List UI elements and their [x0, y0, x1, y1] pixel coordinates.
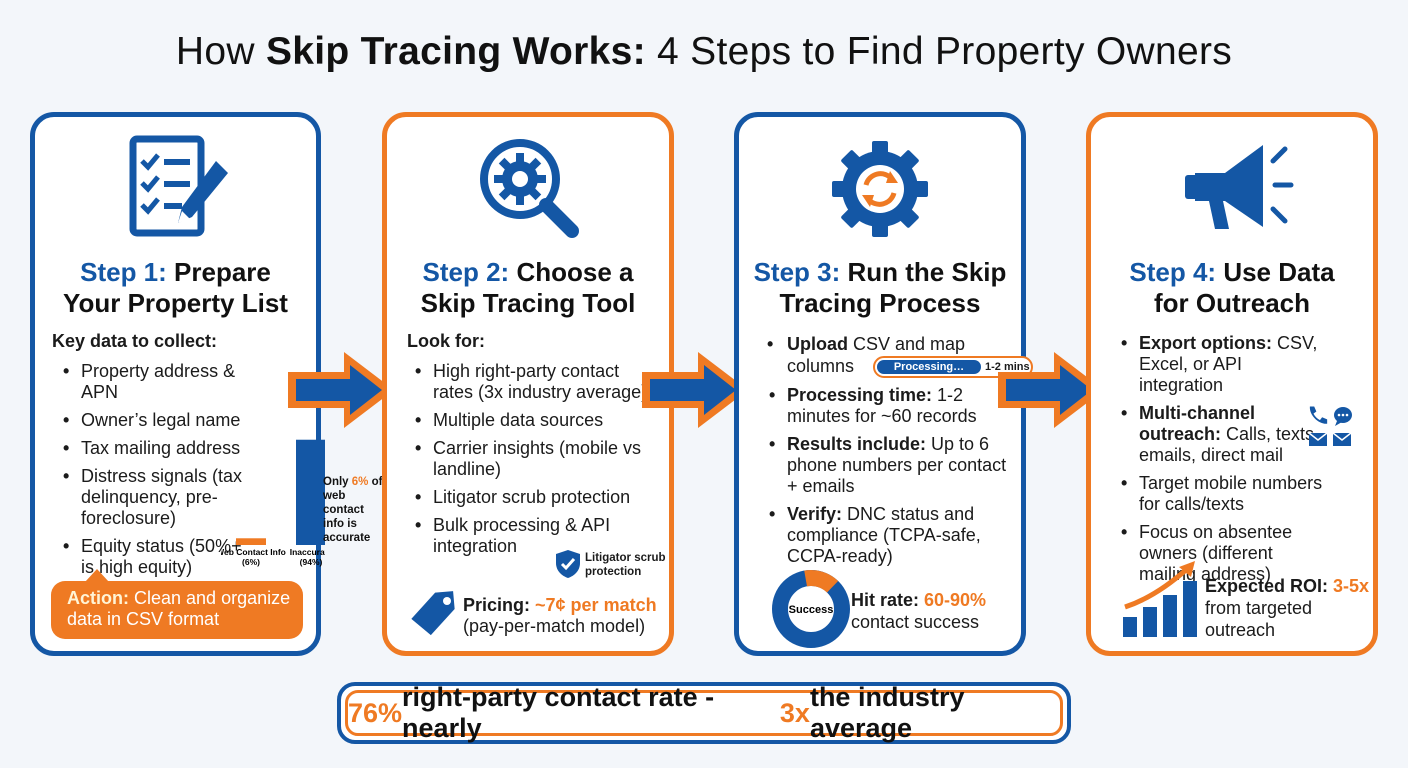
arrow-2-icon	[642, 352, 748, 428]
price-tag-icon	[411, 591, 455, 636]
step-2-list: High right-party contact rates (3x indus…	[411, 361, 661, 564]
step1-item: Tax mailing address	[59, 438, 255, 459]
channel-icons	[1308, 406, 1352, 446]
step-1-list: Property address & APN Owner’s legal name…	[59, 361, 255, 585]
upload-item: • Upload CSV and map columns Processing……	[765, 333, 1033, 378]
step1-item: Owner’s legal name	[59, 410, 255, 431]
growth-chart-icon	[1123, 561, 1197, 637]
step-1-lead: Key data to collect:	[52, 331, 218, 351]
bar-0	[236, 538, 266, 545]
step1-item: Distress signals (tax delinquency, pre-f…	[59, 466, 255, 529]
accuracy-bar-chart: Web Contact Info(6%)Inaccurate(94%)	[221, 439, 325, 567]
hit-rate-info: Hit rate: 60-90%contact success	[851, 590, 987, 632]
step4-item: Target mobile numbers for calls/texts	[1117, 473, 1327, 515]
step2-item: Bulk processing & API integration	[411, 515, 661, 557]
step4-item: Export options: CSV, Excel, or API integ…	[1117, 333, 1327, 396]
accuracy-note: Only 6% of web contact info is accurate	[323, 476, 383, 544]
magnifier-gear-icon	[387, 131, 669, 243]
shield-check-icon	[556, 550, 580, 578]
step2-item: Carrier insights (mobile vs landline)	[411, 438, 661, 480]
arrow-1-icon	[288, 352, 394, 428]
phone-icon	[1309, 406, 1328, 424]
mail-icon	[1308, 432, 1352, 446]
bar-1	[296, 439, 325, 545]
litigator-badge: Litigator scrub protection	[555, 547, 675, 583]
pricing-info: Pricing: ~7¢ per match(pay-per-match mod…	[463, 595, 657, 636]
page-title: How Skip Tracing Works: 4 Steps to Find …	[175, 30, 1233, 73]
action-callout: Action: Clean and organize data in CSV f…	[51, 569, 303, 639]
donut-label: Success	[789, 604, 834, 616]
step2-item: Litigator scrub protection	[411, 487, 661, 508]
bottom-banner: 76% right-party contact rate - nearly 3x…	[337, 682, 1071, 744]
step3-item: Verify: DNC status and compliance (TCPA-…	[765, 504, 1015, 567]
bar-label-0: Web Contact Info(6%)	[221, 547, 286, 567]
arrow-3-icon	[998, 352, 1104, 428]
megaphone-icon	[1091, 131, 1373, 243]
step2-item: High right-party contact rates (3x indus…	[411, 361, 661, 403]
success-donut-chart: Success	[772, 570, 850, 648]
bottom-banner-text: 76% right-party contact rate - nearly 3x…	[345, 682, 1063, 743]
step3-item: Results include: Up to 6 phone numbers p…	[765, 434, 1015, 497]
step1-item: Property address & APN	[59, 361, 255, 403]
step-2-lead: Look for:	[407, 331, 485, 351]
step2-item: Multiple data sources	[411, 410, 661, 431]
bar-label-1: Inaccurate(94%)	[290, 547, 325, 567]
gear-sync-icon	[739, 131, 1021, 243]
chat-icon	[1334, 407, 1352, 426]
step3-item: Processing time: 1-2 minutes for ~60 rec…	[765, 385, 1015, 427]
step-3-list: Processing time: 1-2 minutes for ~60 rec…	[765, 385, 1015, 574]
step4-item: Focus on absentee owners (different mail…	[1117, 522, 1327, 585]
checklist-icon	[35, 131, 316, 243]
step4-item: Multi-channel outreach: Calls, texts, em…	[1117, 403, 1327, 466]
processing-pill: Processing… 1-2 mins	[873, 356, 1033, 378]
step-4-list: Export options: CSV, Excel, or API integ…	[1117, 333, 1327, 592]
